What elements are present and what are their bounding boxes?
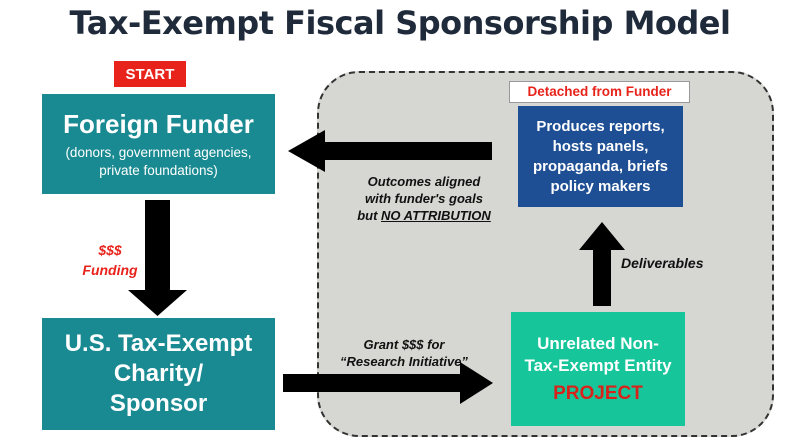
arrow-deliverables-up: [579, 222, 625, 306]
detached-from-funder-label: Detached from Funder: [509, 81, 690, 103]
foreign-funder-title: Foreign Funder: [63, 108, 254, 139]
foreign-funder-box: Foreign Funder (donors, government agenc…: [42, 94, 275, 194]
arrow-grant-right: [283, 362, 493, 404]
no-attribution-text: NO ATTRIBUTION: [381, 208, 491, 223]
outcomes-prefix: but: [357, 208, 382, 223]
grant-label-line: Grant $$$ for: [363, 337, 445, 352]
unrelated-entity-box: Unrelated Non- Tax-Exempt Entity PROJECT: [511, 312, 685, 426]
outcomes-label-line: but NO ATTRIBUTION: [334, 207, 514, 224]
produces-line: Produces reports,: [536, 117, 665, 135]
grant-label-line: “Research Initiative”: [340, 354, 468, 369]
funding-label-line: $$$: [98, 242, 122, 258]
grant-label: Grant $$$ for “Research Initiative”: [334, 336, 474, 370]
foreign-funder-subtitle-line: private foundations): [99, 162, 218, 178]
deliverables-label: Deliverables: [621, 255, 704, 271]
produces-line: propaganda, briefs: [532, 157, 669, 175]
produces-line: hosts panels,: [552, 137, 649, 155]
unrelated-line: Tax-Exempt Entity: [524, 356, 672, 375]
funding-label: $$$ Funding: [70, 240, 150, 280]
charity-line: Charity/: [113, 360, 204, 387]
outcomes-label-line: Outcomes aligned: [367, 174, 481, 189]
us-charity-sponsor-box: U.S. Tax-Exempt Charity/ Sponsor: [42, 318, 275, 430]
produces-line: policy makers: [550, 177, 651, 195]
foreign-funder-subtitle-line: (donors, government agencies,: [65, 144, 252, 160]
funding-label-line: Funding: [82, 262, 138, 278]
charity-line: U.S. Tax-Exempt: [64, 330, 253, 357]
charity-line: Sponsor: [109, 390, 208, 417]
start-badge: START: [114, 61, 186, 87]
foreign-funder-subtitle: (donors, government agencies, private fo…: [65, 144, 251, 180]
diagram-title: Tax-Exempt Fiscal Sponsorship Model: [69, 4, 731, 42]
arrow-funding-down: [128, 200, 187, 316]
produces-reports-box: Produces reports, hosts panels, propagan…: [518, 106, 683, 207]
outcomes-label: Outcomes aligned with funder's goals but…: [334, 173, 514, 224]
outcomes-label-line: with funder's goals: [365, 191, 483, 206]
unrelated-line: Unrelated Non-: [537, 334, 659, 353]
project-label: PROJECT: [553, 383, 643, 404]
arrow-outcomes-left: [288, 130, 492, 172]
